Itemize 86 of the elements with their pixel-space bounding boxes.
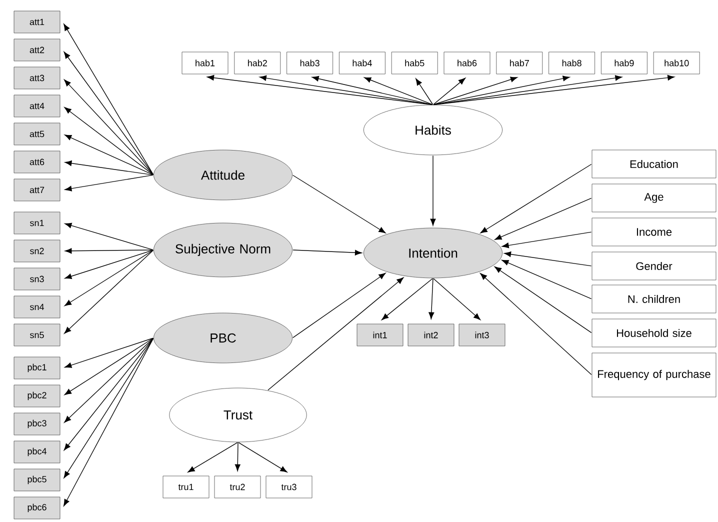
arrow (64, 24, 154, 175)
arrow (433, 76, 518, 105)
variable-box: Household size (592, 318, 716, 348)
variable-box: att1 (14, 10, 60, 34)
arrow (433, 75, 622, 106)
variable-box: hab9 (601, 52, 648, 74)
variable-box: hab4 (339, 52, 386, 74)
arrow (480, 164, 592, 234)
variable-box: Age (592, 184, 716, 212)
variable-box: pbc2 (14, 384, 60, 408)
variable-box: pbc6 (14, 496, 60, 520)
arrow (64, 338, 154, 478)
arrow (430, 155, 436, 226)
arrow (64, 338, 154, 450)
variable-box: Frequency of purchase (592, 352, 716, 398)
arrow (64, 52, 154, 175)
arrow (433, 78, 466, 105)
arrow (64, 250, 154, 279)
variable-box: Education (592, 150, 716, 178)
variable-box: Gender (592, 252, 716, 280)
variable-box: N. children (592, 284, 716, 314)
arrow (364, 77, 433, 105)
arrow (64, 338, 154, 423)
variable-box: sn3 (14, 268, 60, 290)
arrow (504, 252, 592, 266)
variable-box: pbc5 (14, 468, 60, 492)
variable-box: att6 (14, 150, 60, 174)
variable-box: hab3 (286, 52, 333, 74)
variable-box: tru1 (162, 476, 210, 498)
arrow (64, 174, 154, 192)
arrow (64, 160, 154, 176)
variable-box: sn5 (14, 324, 60, 346)
arrow (234, 442, 240, 472)
variable-box: pbc1 (14, 356, 60, 380)
variable-box: sn4 (14, 296, 60, 318)
arrow (502, 232, 592, 248)
arrow (428, 278, 434, 320)
arrow (64, 338, 154, 396)
arrow (64, 79, 154, 175)
arrow (480, 273, 592, 375)
variable-box: att2 (14, 38, 60, 62)
arrow (64, 107, 154, 176)
arrow (64, 250, 154, 334)
variable-box: hab5 (391, 52, 438, 74)
arrow (292, 272, 386, 338)
variable-box: pbc3 (14, 412, 60, 436)
variable-box: pbc4 (14, 440, 60, 464)
arrow (502, 260, 592, 300)
variable-box: tru3 (266, 476, 312, 498)
arrow (64, 222, 154, 250)
arrow (416, 78, 434, 105)
variable-box: Income (592, 218, 716, 246)
variable-box: hab7 (496, 52, 543, 74)
arrow (64, 134, 154, 176)
variable-box: hab10 (653, 52, 700, 74)
variable-box: sn1 (14, 212, 60, 234)
arrow (259, 75, 433, 106)
arrow (433, 278, 481, 320)
arrow (433, 74, 675, 106)
variable-box: att5 (14, 122, 60, 146)
arrow (64, 338, 154, 506)
variable-box: hab2 (234, 52, 281, 74)
variable-box: hab6 (444, 52, 490, 74)
arrow (207, 75, 433, 106)
variable-box: att3 (14, 66, 60, 90)
arrow (292, 174, 386, 234)
arrow (188, 442, 238, 472)
variable-box: int1 (356, 324, 404, 346)
variable-box: hab8 (548, 52, 595, 74)
variable-box: sn2 (14, 240, 60, 262)
arrow (64, 250, 154, 306)
arrow (292, 250, 362, 256)
variable-box: att7 (14, 178, 60, 202)
variable-box: tru2 (214, 476, 261, 498)
arrow (238, 442, 288, 472)
arrow (494, 266, 592, 334)
arrow (494, 198, 592, 240)
arrow (64, 338, 154, 368)
arrow (312, 76, 433, 106)
variable-box: int3 (458, 324, 506, 346)
arrow (382, 278, 433, 320)
arrow (268, 277, 404, 390)
variable-box: int2 (408, 324, 454, 346)
arrow (64, 248, 154, 254)
variable-box: hab1 (182, 52, 228, 74)
variable-box: att4 (14, 94, 60, 118)
